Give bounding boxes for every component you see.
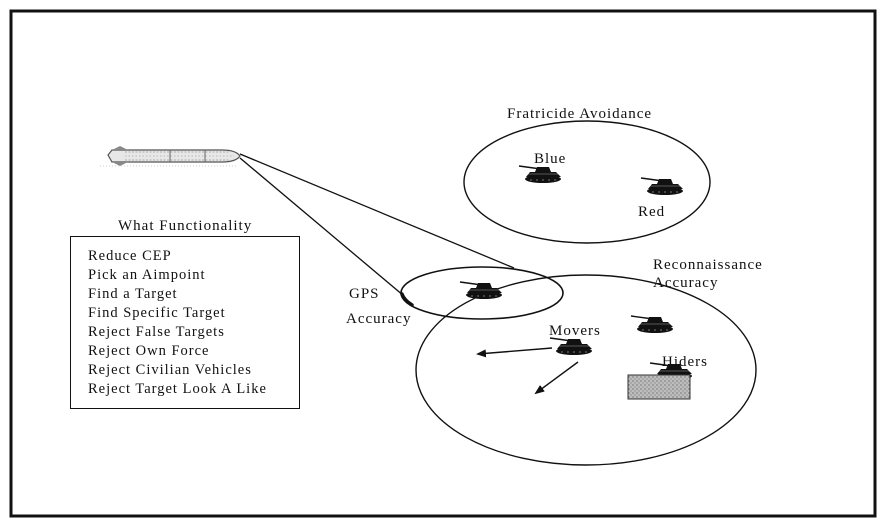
- reconnaissance-ellipse: [415, 274, 757, 466]
- blue-tank-icon: [518, 165, 562, 184]
- reconnaissance-accuracy-label: Accuracy: [653, 275, 719, 291]
- reconnaissance-label: Reconnaissance: [653, 257, 763, 273]
- functionality-item: Find a Target: [88, 286, 178, 302]
- functionality-item: Find Specific Target: [88, 305, 226, 321]
- outer-frame: [9, 9, 877, 518]
- functionality-box: Reduce CEP Pick an Aimpoint Find a Targe…: [70, 236, 300, 409]
- red-label: Red: [638, 204, 666, 220]
- functionality-list: Reduce CEP Pick an Aimpoint Find a Targe…: [88, 247, 299, 399]
- sight-line-upper: [239, 153, 515, 269]
- mover-arrow-down: [534, 361, 579, 395]
- gps-label: GPS: [349, 286, 380, 302]
- movers-label: Movers: [549, 323, 601, 339]
- mover-tank-icon: [549, 337, 593, 356]
- red-tank-icon: [640, 177, 684, 196]
- sight-line-lower: [239, 157, 405, 297]
- gps-accuracy-label: Accuracy: [346, 311, 412, 327]
- hiders-label: Hiders: [662, 354, 708, 370]
- reconnaissance-tank-icon: [630, 315, 674, 334]
- fratricide-avoidance-title: Fratricide Avoidance: [507, 106, 653, 122]
- functionality-item: Reduce CEP: [88, 248, 172, 264]
- functionality-item: Reject Own Force: [88, 343, 210, 359]
- mover-arrow-left: [476, 347, 553, 358]
- functionality-item: Reject Target Look A Like: [88, 381, 267, 397]
- camouflage-net-icon: [627, 362, 693, 400]
- target-tank-icon: [459, 281, 503, 300]
- functionality-item: Reject Civilian Vehicles: [88, 362, 252, 378]
- missile-icon: [100, 146, 241, 167]
- functionality-item: Reject False Targets: [88, 324, 225, 340]
- blue-label: Blue: [534, 151, 567, 167]
- fratricide-ellipse: [463, 120, 711, 244]
- functionality-heading: What Functionality: [118, 218, 253, 234]
- functionality-item: Pick an Aimpoint: [88, 267, 206, 283]
